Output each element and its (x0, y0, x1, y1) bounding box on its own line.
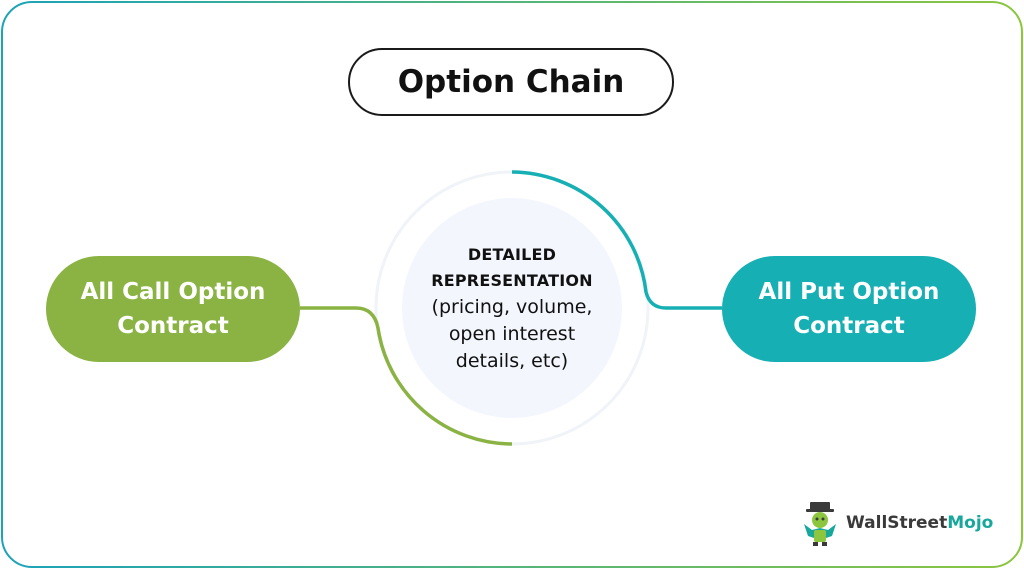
page-title: Option Chain (397, 64, 625, 100)
brand-logo: WallStreetMojo (800, 500, 993, 546)
brand-logo-part2: Mojo (947, 513, 994, 533)
put-connector (511, 170, 722, 310)
brand-logo-part1: WallStreet (846, 513, 948, 533)
mascot-icon (804, 502, 836, 546)
brand-logo-text: WallStreetMojo (846, 513, 993, 533)
put-option-label-line1: All Put Option (758, 279, 940, 305)
call-option-label-line2: Contract (117, 313, 229, 339)
center-body-line2: open interest (448, 322, 576, 345)
center-heading-line1: DETAILED (467, 244, 557, 264)
center-node: DETAILED REPRESENTATION (pricing, volume… (402, 198, 622, 418)
title-box: Option Chain (348, 48, 674, 116)
call-option-node: All Call Option Contract (46, 256, 300, 362)
call-connector (300, 306, 513, 446)
put-option-label-line2: Contract (793, 313, 905, 339)
call-option-label-line1: All Call Option (80, 279, 266, 305)
center-body-line1: (pricing, volume, (431, 295, 593, 318)
center-heading-line2: REPRESENTATION (431, 270, 593, 290)
center-body-line3: details, etc) (455, 349, 569, 372)
put-option-node: All Put Option Contract (722, 256, 976, 362)
